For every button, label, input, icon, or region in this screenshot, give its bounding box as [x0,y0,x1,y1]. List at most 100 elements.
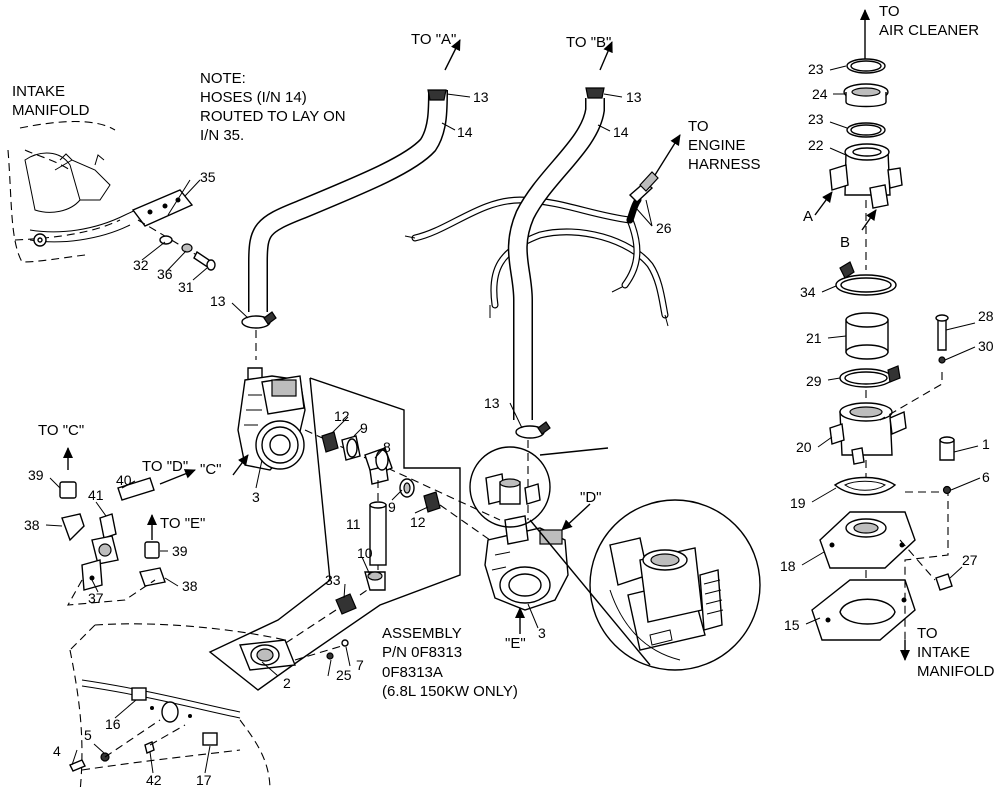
hose-14-right [507,41,613,520]
item-39-a: 39 [28,467,44,483]
intake-manifold-sketch [7,120,141,263]
callout-e: "E" [505,635,526,652]
fasteners-31-32-36 [137,219,216,271]
item-42: 42 [146,772,162,788]
item-20: 20 [796,439,812,455]
item-24: 24 [812,86,828,102]
assembly-line-1: ASSEMBLY [382,625,462,642]
item-26: 26 [656,220,672,236]
item-41: 41 [88,487,104,503]
item-2: 2 [283,675,291,691]
assembly-line-3: 0F8313A [382,664,443,681]
assembly-line-4: (6.8L 150KW ONLY) [382,683,518,700]
item-10: 10 [357,545,373,561]
item-22: 22 [808,137,824,153]
letter-a: A [803,208,813,225]
item-8: 8 [383,439,391,455]
item-31: 31 [178,279,194,295]
label-to-e: TO "E" [160,515,205,532]
wiring-harness [404,134,681,327]
label-to-d: TO "D" [142,458,188,475]
regulator-right [439,504,569,611]
item-39-b: 39 [172,543,188,559]
label-to-engine-1: TO [688,118,709,135]
fittings-row [304,429,501,521]
item-27: 27 [962,552,978,568]
label-to-engine-3: HARNESS [688,156,761,173]
item-32: 32 [133,257,149,273]
item-16: 16 [105,716,121,732]
callout-d: "D" [580,489,601,506]
item-6: 6 [982,469,990,485]
item-36: 36 [157,266,173,282]
item-23-a: 23 [808,61,824,77]
item-3-a: 3 [252,489,260,505]
label-to-intake-1: TO [917,625,938,642]
item-12-b: 12 [410,514,426,530]
item-21: 21 [806,330,822,346]
item-40: 40 [116,472,132,488]
leader-lines [45,65,981,774]
item-4: 4 [53,743,61,759]
label-to-engine-2: ENGINE [688,137,746,154]
fittings-group-left [59,447,196,606]
pipe-11-elbow-10 [274,480,387,651]
mixer-assembly-left [237,367,306,471]
letter-b: B [840,234,850,251]
label-intake-2: MANIFOLD [12,102,90,119]
item-37: 37 [88,590,104,606]
item-28: 28 [978,308,994,324]
item-29: 29 [806,373,822,389]
item-25: 25 [336,667,352,683]
detail-circle-large [589,499,761,671]
item-1: 1 [982,436,990,452]
item-14-a: 14 [457,124,473,140]
item-5: 5 [84,727,92,743]
item-33: 33 [325,572,341,588]
item-35: 35 [200,169,216,185]
label-to-intake-2: INTAKE [917,644,970,661]
assembly-outline [208,377,461,691]
callout-c: "C" [200,461,221,478]
label-to-c: TO "C" [38,422,84,439]
label-to-b: TO "B" [566,34,611,51]
note-line-1: NOTE: [200,70,246,87]
label-intake-1: INTAKE [12,83,65,100]
text-labels: TO "A" TO "B" TO AIR CLEANER TO ENGINE H… [12,3,995,700]
flange-2 [239,639,349,671]
item-14-b: 14 [613,124,629,140]
item-9-b: 9 [388,499,396,515]
item-34: 34 [800,284,816,300]
note-line-3: ROUTED TO LAY ON [200,108,346,125]
item-38-b: 38 [182,578,198,594]
item-13-d: 13 [484,395,500,411]
item-19: 19 [790,495,806,511]
item-3-b: 3 [538,625,546,641]
item-13-a: 13 [473,89,489,105]
bracket-35 [131,179,201,227]
item-7: 7 [356,657,364,673]
item-23-b: 23 [808,111,824,127]
label-to-air-1: TO [879,3,900,20]
assembly-line-2: P/N 0F8313 [382,644,462,661]
item-13-c: 13 [210,293,226,309]
air-cleaner-stack [811,9,955,661]
item-38-a: 38 [24,517,40,533]
note-line-2: HOSES (I/N 14) [200,89,307,106]
item-11: 11 [346,516,361,532]
item-12-a: 12 [334,408,350,424]
item-13-b: 13 [626,89,642,105]
hose-14-left [241,39,461,360]
note-line-4: I/N 35. [200,127,244,144]
item-30: 30 [978,338,994,354]
label-to-air-2: AIR CLEANER [879,22,979,39]
item-15: 15 [784,617,800,633]
label-to-a: TO "A" [411,31,456,48]
panel-sketch [69,623,286,792]
label-to-intake-3: MANIFOLD [917,663,995,680]
item-17: 17 [196,772,212,788]
item-18: 18 [780,558,796,574]
item-numbers: 13 14 13 14 26 35 32 36 31 13 13 12 9 8 … [24,61,994,788]
